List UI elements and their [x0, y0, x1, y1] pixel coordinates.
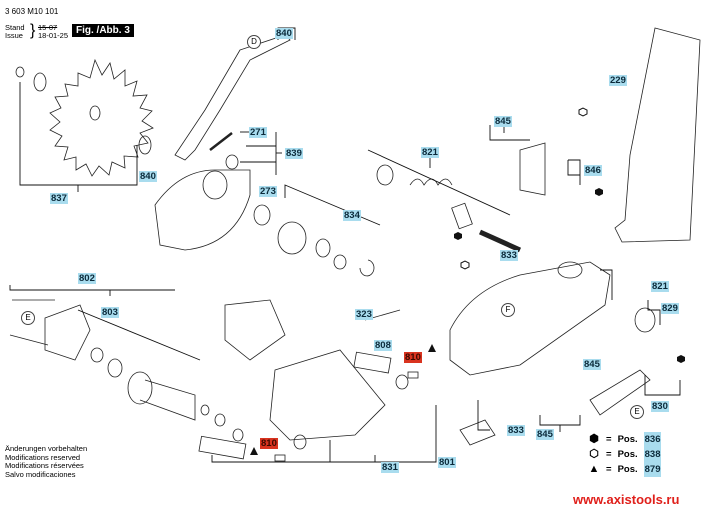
part-label-845-hood[interactable]: 845: [494, 116, 512, 127]
note-de: Änderungen vorbehalten: [5, 444, 88, 453]
issue-label: Issue: [5, 31, 23, 40]
part-label-837[interactable]: 837: [50, 193, 68, 204]
stand-label: Stand: [5, 23, 25, 32]
legend-row-879: ▲ = Pos. 879: [588, 462, 662, 477]
part-label-323[interactable]: 323: [355, 309, 373, 320]
stand-issue-labels: Stand Issue: [5, 24, 25, 40]
legend-row-838: ⬡ = Pos. 838: [588, 447, 662, 462]
hexagon-marker-icon: [595, 188, 603, 196]
part-label-834[interactable]: 834: [343, 210, 361, 221]
callout-e-right: E: [630, 405, 644, 419]
equals-sign: =: [606, 449, 612, 460]
part-label-810-upper[interactable]: 810: [404, 352, 422, 363]
part-label-810-lower[interactable]: 810: [260, 438, 278, 449]
part-label-840-blade[interactable]: 840: [139, 171, 157, 182]
upper-housing-icon: [449, 261, 611, 376]
triangle-icon: ▲: [588, 463, 600, 475]
callout-f: F: [501, 303, 515, 317]
callout-e-left: E: [21, 311, 35, 325]
part-label-846[interactable]: 846: [584, 165, 602, 176]
figure-label: Fig. /Abb. 3: [72, 24, 134, 37]
part-label-803[interactable]: 803: [101, 307, 119, 318]
issue-date: 18-01-25: [38, 31, 69, 40]
part-label-229[interactable]: 229: [609, 75, 627, 86]
stand-date: 15-07: [38, 23, 58, 32]
part-label-839[interactable]: 839: [285, 148, 303, 159]
callout-d: D: [247, 35, 261, 49]
website-link[interactable]: www.axistools.ru: [573, 492, 680, 507]
brace-icon: }: [30, 22, 36, 39]
equals-sign: =: [606, 434, 612, 445]
filled-hexagon-icon: ⬢: [589, 433, 599, 445]
part-label-840-top[interactable]: 840: [275, 28, 293, 39]
flange-icon: [33, 72, 47, 92]
part-label-802[interactable]: 802: [78, 273, 96, 284]
legend-row-836: ⬢ = Pos. 836: [588, 432, 662, 447]
pos-label: Pos.: [617, 464, 638, 475]
equals-sign: =: [606, 464, 612, 475]
document-number: 3 603 M10 101: [5, 7, 59, 16]
part-label-273[interactable]: 273: [259, 186, 277, 197]
pos-number[interactable]: 836: [643, 432, 662, 447]
saw-blade-icon: [49, 58, 154, 177]
part-label-271[interactable]: 271: [249, 127, 267, 138]
note-en: Modifications reserved: [5, 452, 81, 462]
note-fr: Modifications réservées: [5, 461, 84, 471]
symbol-legend: ⬢ = Pos. 836 ⬡ = Pos. 838 ▲ = Pos. 879: [588, 432, 662, 477]
end-shield-icon: [44, 304, 91, 361]
pos-number[interactable]: 879: [643, 462, 662, 477]
part-label-801[interactable]: 801: [438, 457, 456, 468]
modification-notes: Änderungen vorbehalten Modifications res…: [5, 444, 88, 479]
part-label-831[interactable]: 831: [381, 462, 399, 473]
open-hexagon-icon: ⬡: [589, 448, 599, 460]
motor-housing-icon: [269, 349, 386, 441]
part-label-829[interactable]: 829: [661, 303, 679, 314]
part-label-821-right[interactable]: 821: [651, 281, 669, 292]
pos-number[interactable]: 838: [643, 447, 662, 462]
triangle-marker-icon: [428, 344, 436, 352]
part-label-833-top[interactable]: 833: [500, 250, 518, 261]
part-label-821-spring[interactable]: 821: [421, 147, 439, 158]
part-label-833-handle[interactable]: 833: [507, 425, 525, 436]
sliding-fence-icon: [614, 27, 701, 243]
part-label-845-right[interactable]: 845: [583, 359, 601, 370]
stand-issue-dates: 15-07 18-01-25: [38, 24, 68, 40]
part-label-845-bottom[interactable]: 845: [536, 429, 554, 440]
pos-label: Pos.: [617, 449, 638, 460]
part-label-830[interactable]: 830: [651, 401, 669, 412]
pos-label: Pos.: [617, 434, 638, 445]
blade-guard-icon: [154, 169, 251, 251]
note-es: Salvo modificaciones: [5, 469, 76, 479]
part-label-808[interactable]: 808: [374, 340, 392, 351]
